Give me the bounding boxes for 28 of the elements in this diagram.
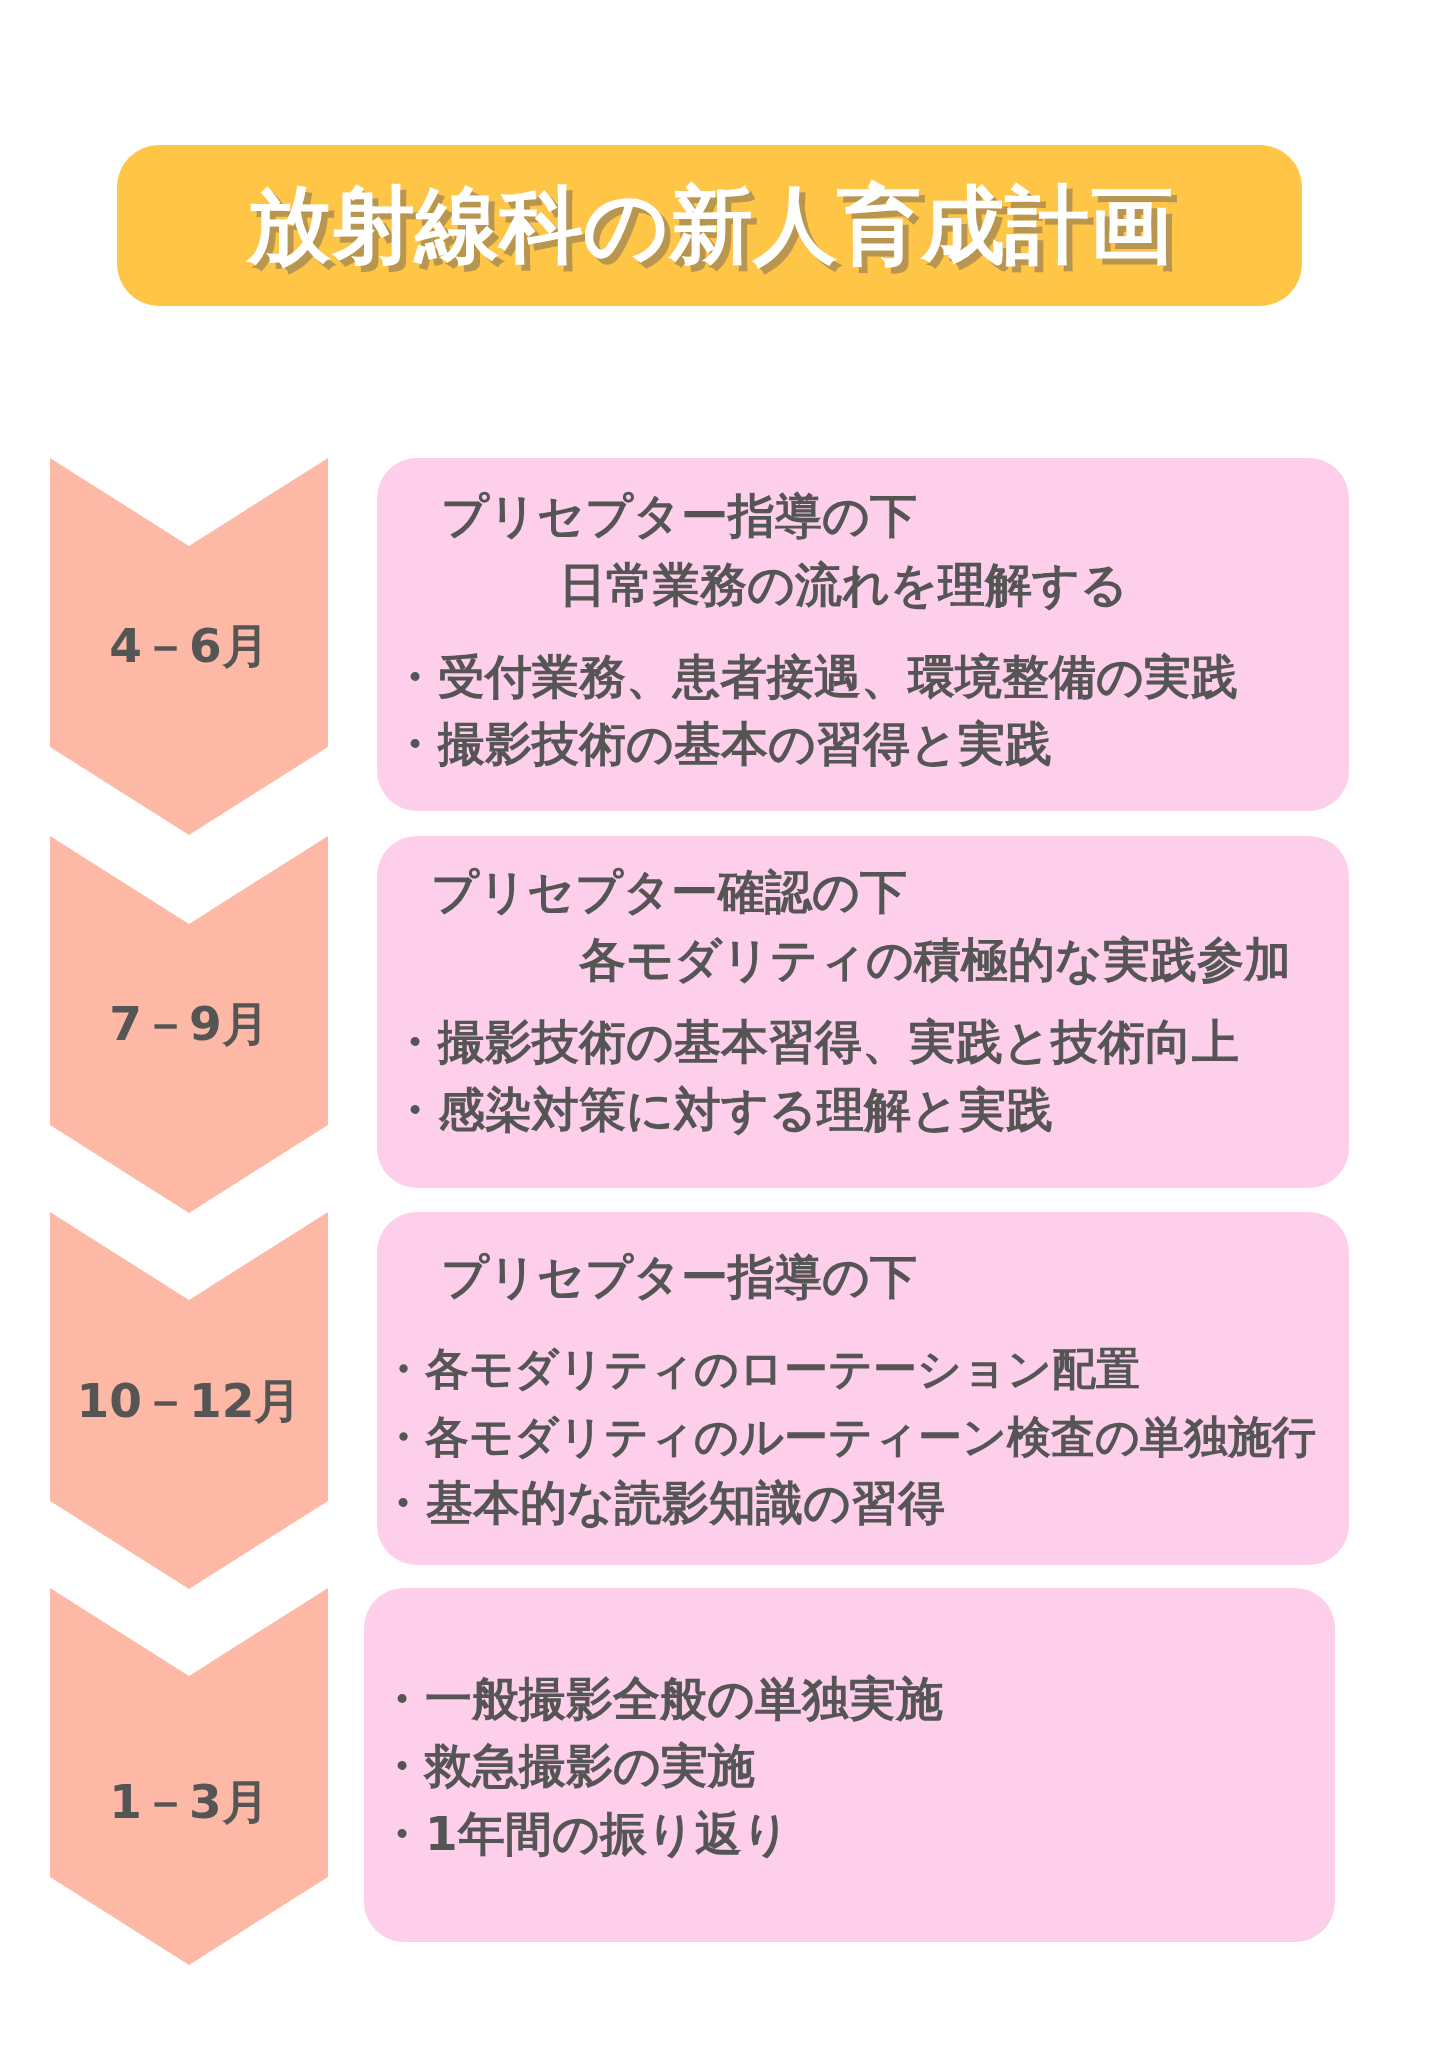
period-label: 4－6月 — [109, 618, 269, 674]
card-heading: 日常業務の流れを理解する — [559, 557, 1128, 613]
bullet-item: ・一般撮影全般の単独実施 — [378, 1671, 943, 1727]
chevron-banner — [50, 836, 328, 1213]
card-heading: プリセプター指導の下 — [441, 1249, 917, 1305]
period-label: 7－9月 — [109, 996, 269, 1052]
bullet-item: ・撮影技術の基本の習得と実践 — [391, 716, 1052, 772]
chevron-banner — [50, 1588, 328, 1965]
card-heading: プリセプター確認の下 — [431, 864, 907, 920]
bullet-item: ・撮影技術の基本習得、実践と技術向上 — [391, 1014, 1239, 1070]
page-title: 放射線科の新人育成計画 — [246, 175, 1173, 276]
bullet-item: ・救急撮影の実施 — [378, 1738, 755, 1794]
card-heading: プリセプター指導の下 — [441, 488, 917, 544]
chevron-banner — [50, 1212, 328, 1589]
bullet-item: ・1年間の振り返り — [378, 1806, 790, 1862]
bullet-item: ・受付業務、患者接遇、環境整備の実践 — [391, 649, 1238, 705]
task-card — [377, 458, 1349, 811]
bullet-item: ・基本的な読影知識の習得 — [379, 1475, 945, 1531]
chevron-banner — [50, 458, 328, 835]
period-label: 10－12月 — [76, 1373, 302, 1429]
task-card — [364, 1588, 1335, 1942]
period-label: 1－3月 — [109, 1774, 269, 1830]
bullet-item: ・感染対策に対する理解と実践 — [391, 1082, 1053, 1138]
bullet-item: ・各モダリティのローテーション配置 — [381, 1342, 1140, 1396]
bullet-item: ・各モダリティのルーティーン検査の単独施行 — [381, 1410, 1316, 1464]
task-card — [377, 836, 1349, 1188]
card-heading: 各モダリティの積極的な実践参加 — [579, 932, 1291, 988]
task-card — [377, 1212, 1349, 1565]
